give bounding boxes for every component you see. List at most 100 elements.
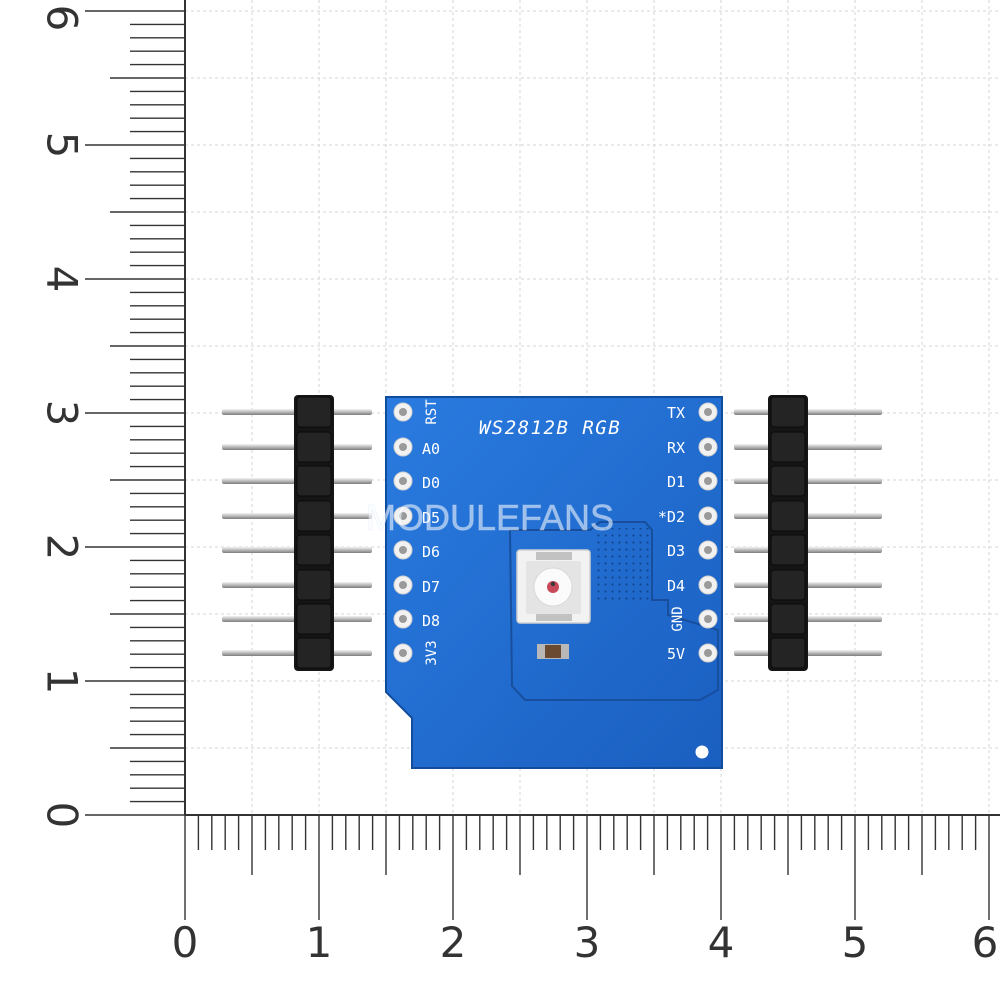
header-pin-stub bbox=[334, 582, 340, 588]
pin-hole bbox=[704, 408, 712, 416]
header-segment bbox=[770, 431, 806, 463]
horizontal-ruler-label: 6 bbox=[972, 918, 999, 967]
mounting-hole bbox=[695, 745, 709, 759]
board-title: WS2812B RGB bbox=[479, 417, 621, 439]
left-pin-label: A0 bbox=[422, 440, 440, 458]
header-pin-stub bbox=[808, 547, 814, 553]
header-segment bbox=[296, 534, 332, 566]
header-segment bbox=[296, 500, 332, 532]
ws2812b-led bbox=[516, 549, 591, 624]
left-pin-header bbox=[222, 395, 372, 671]
horizontal-ruler-label: 5 bbox=[842, 918, 869, 967]
pin-hole bbox=[399, 615, 407, 623]
header-housing bbox=[768, 395, 808, 671]
vertical-ruler-label: 4 bbox=[38, 266, 87, 293]
header-segment bbox=[770, 637, 806, 669]
header-pin-stub bbox=[762, 478, 768, 484]
header-pin-stub bbox=[288, 616, 294, 622]
pin-hole bbox=[399, 408, 407, 416]
vertical-ruler-label: 6 bbox=[38, 5, 87, 32]
pin-hole bbox=[704, 546, 712, 554]
vertical-ruler-label: 1 bbox=[38, 668, 87, 695]
header-pin-stub bbox=[334, 547, 340, 553]
horizontal-ruler-label: 3 bbox=[574, 918, 601, 967]
header-pin-stub bbox=[762, 616, 768, 622]
measurement-ruler bbox=[85, 0, 1000, 920]
header-pin-stub bbox=[762, 409, 768, 415]
header-segment bbox=[770, 603, 806, 635]
trace-outline bbox=[508, 521, 719, 701]
pin-hole bbox=[704, 649, 712, 657]
vertical-ruler-label: 3 bbox=[38, 400, 87, 427]
header-pin-stub bbox=[288, 444, 294, 450]
header-pin-stub bbox=[288, 409, 294, 415]
smd-capacitor bbox=[537, 644, 569, 659]
header-pin-stub bbox=[288, 478, 294, 484]
header-pin-stub bbox=[808, 513, 814, 519]
right-pin-label: RX bbox=[667, 439, 685, 457]
header-pin-stub bbox=[808, 650, 814, 656]
header-segment bbox=[296, 603, 332, 635]
header-pin-stub bbox=[808, 616, 814, 622]
header-segment bbox=[296, 637, 332, 669]
horizontal-ruler-label: 1 bbox=[306, 918, 333, 967]
right-pin-label: D1 bbox=[667, 473, 685, 491]
header-pin-stub bbox=[288, 513, 294, 519]
left-pin-label: D6 bbox=[422, 543, 440, 561]
vertical-ruler-label: 5 bbox=[38, 132, 87, 159]
header-segment bbox=[296, 569, 332, 601]
header-segment bbox=[770, 569, 806, 601]
right-pin-label: D4 bbox=[667, 577, 685, 595]
vertical-ruler-label: 0 bbox=[38, 802, 87, 829]
left-pin-label: RST bbox=[424, 399, 440, 425]
left-pin-label: D8 bbox=[422, 612, 440, 630]
header-pin-stub bbox=[334, 444, 340, 450]
header-pin-stub bbox=[762, 547, 768, 553]
header-pin-stub bbox=[762, 444, 768, 450]
left-pin-label: D5 bbox=[422, 509, 440, 527]
header-segment bbox=[296, 465, 332, 497]
right-pin-label: GND bbox=[670, 606, 686, 631]
right-pin-header bbox=[734, 395, 882, 671]
pin-hole bbox=[704, 581, 712, 589]
header-pin-stub bbox=[808, 409, 814, 415]
header-pin-stub bbox=[334, 478, 340, 484]
header-pin-stub bbox=[762, 582, 768, 588]
header-segment bbox=[770, 396, 806, 428]
header-pin-stub bbox=[288, 547, 294, 553]
header-housing bbox=[294, 395, 334, 671]
header-pin-stub bbox=[288, 650, 294, 656]
pin-hole bbox=[399, 477, 407, 485]
left-pin-label: 3V3 bbox=[424, 640, 440, 665]
right-pin-label: TX bbox=[667, 404, 685, 422]
horizontal-ruler-label: 4 bbox=[708, 918, 735, 967]
header-pin-stub bbox=[334, 409, 340, 415]
pin-hole bbox=[399, 649, 407, 657]
right-pin-label: *D2 bbox=[658, 508, 685, 526]
pin-hole bbox=[704, 512, 712, 520]
left-pin-pads bbox=[393, 402, 413, 663]
horizontal-ruler-label: 0 bbox=[172, 918, 199, 967]
left-pin-label: D0 bbox=[422, 474, 440, 492]
header-pin-stub bbox=[762, 513, 768, 519]
right-pin-label: 5V bbox=[667, 645, 685, 663]
header-pin-stub bbox=[808, 444, 814, 450]
header-pin-stub bbox=[762, 650, 768, 656]
ground-pour bbox=[594, 528, 652, 600]
vertical-ruler-labels: 6 5 4 3 2 1 0 bbox=[38, 5, 87, 829]
header-pin-stub bbox=[808, 582, 814, 588]
vertical-ruler-label: 2 bbox=[38, 534, 87, 561]
pin-hole bbox=[704, 615, 712, 623]
header-segment bbox=[770, 465, 806, 497]
header-segment bbox=[296, 396, 332, 428]
header-pin-stub bbox=[808, 478, 814, 484]
pin-hole bbox=[399, 546, 407, 554]
header-pin-stub bbox=[334, 616, 340, 622]
right-pin-pads bbox=[698, 402, 718, 663]
pin-hole bbox=[704, 477, 712, 485]
pin-hole bbox=[704, 443, 712, 451]
